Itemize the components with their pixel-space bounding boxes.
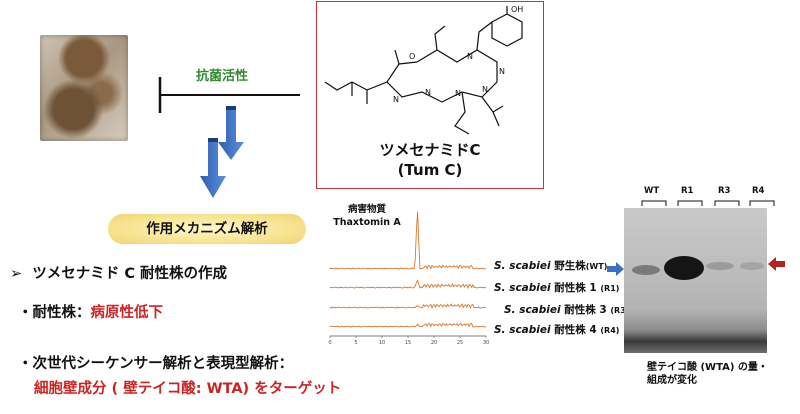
mechanism-pill: 作用メカニズム解析 xyxy=(108,214,306,244)
structure-box: O N N N N N N OH xyxy=(316,1,544,189)
antibacterial-label: 抗菌活性 xyxy=(196,69,249,84)
ngs-analysis: ・次世代シーケンサー解析と表現型解析： xyxy=(18,356,294,372)
tick-label: 5 xyxy=(354,340,357,346)
tick-label: 15 xyxy=(405,340,411,346)
compound-name: ツメセナミドC (Tum C) xyxy=(316,140,544,180)
peak-label: 病害物質 Thaxtomin A xyxy=(332,203,402,229)
compound-name-text: ツメセナミドC xyxy=(379,141,481,159)
resistant-strain-heading: ➢ ツメセナミド C 耐性株の作成 xyxy=(10,262,227,283)
gel-caption-line2: 組成が変化 xyxy=(647,375,697,386)
lane-r4: R4 xyxy=(752,186,765,196)
compound-abbr: (Tum C) xyxy=(397,161,463,179)
svg-text:N: N xyxy=(482,85,488,94)
chromatogram-trace xyxy=(329,211,487,270)
trace-label-wt: S. scabiei 野生株(WT) xyxy=(494,260,608,272)
tick-label: 30 xyxy=(483,340,489,346)
trace-label-r4: S. scabiei 耐性株 4 (R4) xyxy=(494,324,620,336)
chromatogram-trace xyxy=(329,303,487,310)
lane-r1: R1 xyxy=(681,186,694,196)
svg-text:N: N xyxy=(467,52,473,61)
svg-text:N: N xyxy=(425,88,431,97)
wta-target: 細胞壁成分 ( 壁テイコ酸: WTA) をターゲット xyxy=(34,381,342,397)
down-arrows-icon xyxy=(200,106,244,198)
svg-text:N: N xyxy=(499,67,505,76)
trace-label-r1: S. scabiei 耐性株 1 (R1) xyxy=(494,282,620,294)
lane-wt: WT xyxy=(644,186,660,196)
chromatogram: 0 5 10 15 20 25 30 xyxy=(328,211,489,346)
microscope-image xyxy=(40,35,128,141)
blue-arrow-icon xyxy=(607,262,624,276)
chromatogram-trace xyxy=(329,322,487,328)
gel-image xyxy=(624,208,767,353)
chromatogram-trace xyxy=(329,279,487,290)
tick-label: 0 xyxy=(328,340,331,346)
tick-label: 25 xyxy=(457,340,463,346)
red-arrow-icon xyxy=(768,257,785,271)
arrow-bullet-icon: ➢ xyxy=(10,266,23,282)
resistant-strain-result: ・耐性株：病原性低下 xyxy=(18,301,163,322)
resistant-label: ・耐性株： xyxy=(18,305,91,321)
pathogenicity-decrease: 病原性低下 xyxy=(90,305,164,321)
resistant-strain-title: ツメセナミド C 耐性株の作成 xyxy=(32,266,228,282)
tick-label: 20 xyxy=(431,340,437,346)
svg-text:N: N xyxy=(393,95,399,104)
trace-label-r3: S. scabiei 耐性株 3 (R3) xyxy=(504,304,630,316)
svg-text:N: N xyxy=(455,89,461,98)
inhibition-arrow xyxy=(158,77,300,113)
tumescenamide-structure-icon: O N N N N N N OH xyxy=(324,5,523,135)
gel-caption: 壁テイコ酸 (WTA) の量・ 組成が変化 xyxy=(647,361,768,387)
peak-label-thaxtomin: Thaxtomin A xyxy=(333,217,401,228)
lane-r3: R3 xyxy=(718,186,731,196)
gel-caption-line1: 壁テイコ酸 (WTA) の量・ xyxy=(647,362,768,373)
lane-brackets xyxy=(641,200,775,206)
gel-lane-header: WT R1 R3 R4 xyxy=(640,186,780,208)
tick-label: 10 xyxy=(379,340,385,346)
svg-text:O: O xyxy=(409,52,415,61)
peak-label-disease: 病害物質 xyxy=(347,204,386,215)
oh-label: OH xyxy=(511,5,523,14)
